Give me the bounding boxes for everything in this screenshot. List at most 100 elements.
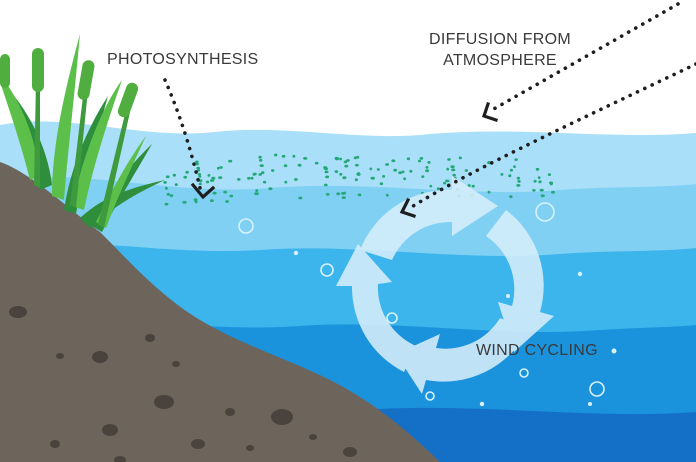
diffusion-arrow-lower — [399, 62, 696, 219]
bubbles — [238, 202, 605, 401]
oxygen-dot — [343, 160, 348, 164]
oxygen-dot — [314, 161, 319, 165]
oxygen-dot — [334, 170, 339, 174]
oxygen-dots — [163, 153, 555, 206]
diffusion-label: DIFFUSION FROM ATMOSPHERE — [420, 29, 580, 71]
oxygen-dot — [228, 159, 233, 163]
oxygen-dot — [247, 176, 251, 180]
oxygen-dot — [500, 173, 504, 176]
oxygen-dot — [283, 164, 288, 168]
oxygen-dot — [382, 175, 386, 178]
oxygen-dot — [419, 157, 424, 160]
oxygen-dot — [436, 187, 440, 191]
oxygen-dot — [198, 182, 202, 186]
oxygen-dot — [450, 165, 455, 169]
diffusion-label-line2: ATMOSPHERE — [443, 52, 557, 69]
oxygen-dot — [298, 196, 303, 200]
oxygen-dot — [401, 170, 405, 174]
oxygen-dot — [172, 173, 177, 177]
oxygen-dot — [273, 153, 278, 157]
oxygen-dot — [425, 169, 430, 173]
oxygen-dot — [216, 166, 220, 170]
oxygen-dot — [458, 156, 462, 160]
oxygen-dot — [445, 179, 450, 183]
oxygen-dot — [258, 155, 262, 159]
oxygen-dot — [342, 176, 347, 180]
oxygen-dot — [174, 183, 178, 187]
oxygen-dot — [166, 192, 171, 196]
oxygen-dot — [535, 167, 540, 171]
oxygen-dot — [259, 164, 264, 168]
oxygen-dot — [207, 174, 211, 177]
oxygen-dot — [262, 180, 267, 184]
oxygen-dot — [218, 176, 223, 180]
oxygen-dot — [284, 180, 288, 184]
small-bubbles — [293, 250, 617, 407]
oxygen-dot — [471, 184, 475, 188]
oxygen-dot — [467, 184, 471, 187]
oxygen-dot — [446, 167, 450, 171]
oxygen-dot — [409, 169, 413, 173]
bubble — [386, 312, 398, 324]
photosynthesis-arrow — [163, 78, 216, 200]
oxygen-dot — [281, 154, 286, 158]
oxygen-dot — [464, 169, 469, 172]
oxygen-dot — [225, 200, 230, 203]
oxygen-dot — [451, 168, 456, 172]
oxygen-dot — [514, 158, 518, 162]
oxygen-dot — [169, 194, 174, 198]
oxygen-dot — [193, 198, 198, 202]
oxygen-dot — [443, 181, 447, 185]
oxygen-dot — [355, 163, 359, 167]
oxygen-dot — [294, 178, 298, 181]
oxygen-dot — [250, 176, 254, 180]
oxygen-dot — [418, 159, 422, 163]
oxygen-dot — [425, 166, 429, 169]
oxygen-dot — [219, 166, 223, 169]
oxygen-dot — [370, 176, 375, 180]
oxygen-dot — [334, 156, 339, 160]
oxygen-dot — [357, 193, 362, 197]
oxygen-dot — [336, 192, 341, 196]
oxygen-dot — [532, 188, 536, 192]
oxygen-dot — [452, 173, 457, 177]
oxygen-dot — [209, 179, 215, 182]
oxygen-dot — [339, 157, 342, 161]
oxygen-dot — [258, 173, 263, 176]
oxygen-dot — [165, 175, 170, 179]
oxygen-dot — [369, 167, 373, 171]
oxygen-dot — [385, 193, 389, 197]
oxygen-dot — [391, 159, 396, 163]
oxygen-dot — [325, 175, 330, 179]
oxygen-dot — [211, 176, 216, 180]
oxygen-dot — [487, 190, 491, 194]
oxygen-dot — [516, 184, 521, 187]
oxygen-dot — [539, 188, 544, 192]
bubble — [589, 381, 605, 397]
diffusion-label-line1: DIFFUSION FROM — [429, 31, 571, 48]
oxygen-dot — [487, 161, 491, 165]
oxygen-dot — [517, 180, 521, 183]
oxygen-dot — [357, 173, 361, 176]
oxygen-dot — [255, 189, 259, 193]
photosynthesis-label: PHOTOSYNTHESIS — [107, 51, 259, 68]
oxygen-dot — [549, 182, 553, 186]
bubble — [320, 263, 334, 277]
oxygen-dot — [393, 168, 398, 172]
oxygen-dot — [229, 194, 234, 198]
oxygen-dot — [194, 200, 198, 204]
oxygen-dot — [447, 158, 451, 161]
oxygen-dot — [339, 172, 343, 176]
oxygen-dot — [323, 183, 328, 187]
oxygen-dot — [421, 175, 425, 179]
oxygen-dot — [268, 187, 273, 191]
oxygen-dot — [344, 164, 349, 168]
oxygen-dot — [353, 156, 358, 160]
oxygen-dot — [540, 194, 545, 198]
oxygen-dot — [376, 168, 380, 171]
oxygen-dot — [297, 163, 302, 167]
oxygen-dot — [403, 177, 406, 181]
oxygen-dot — [354, 178, 358, 182]
